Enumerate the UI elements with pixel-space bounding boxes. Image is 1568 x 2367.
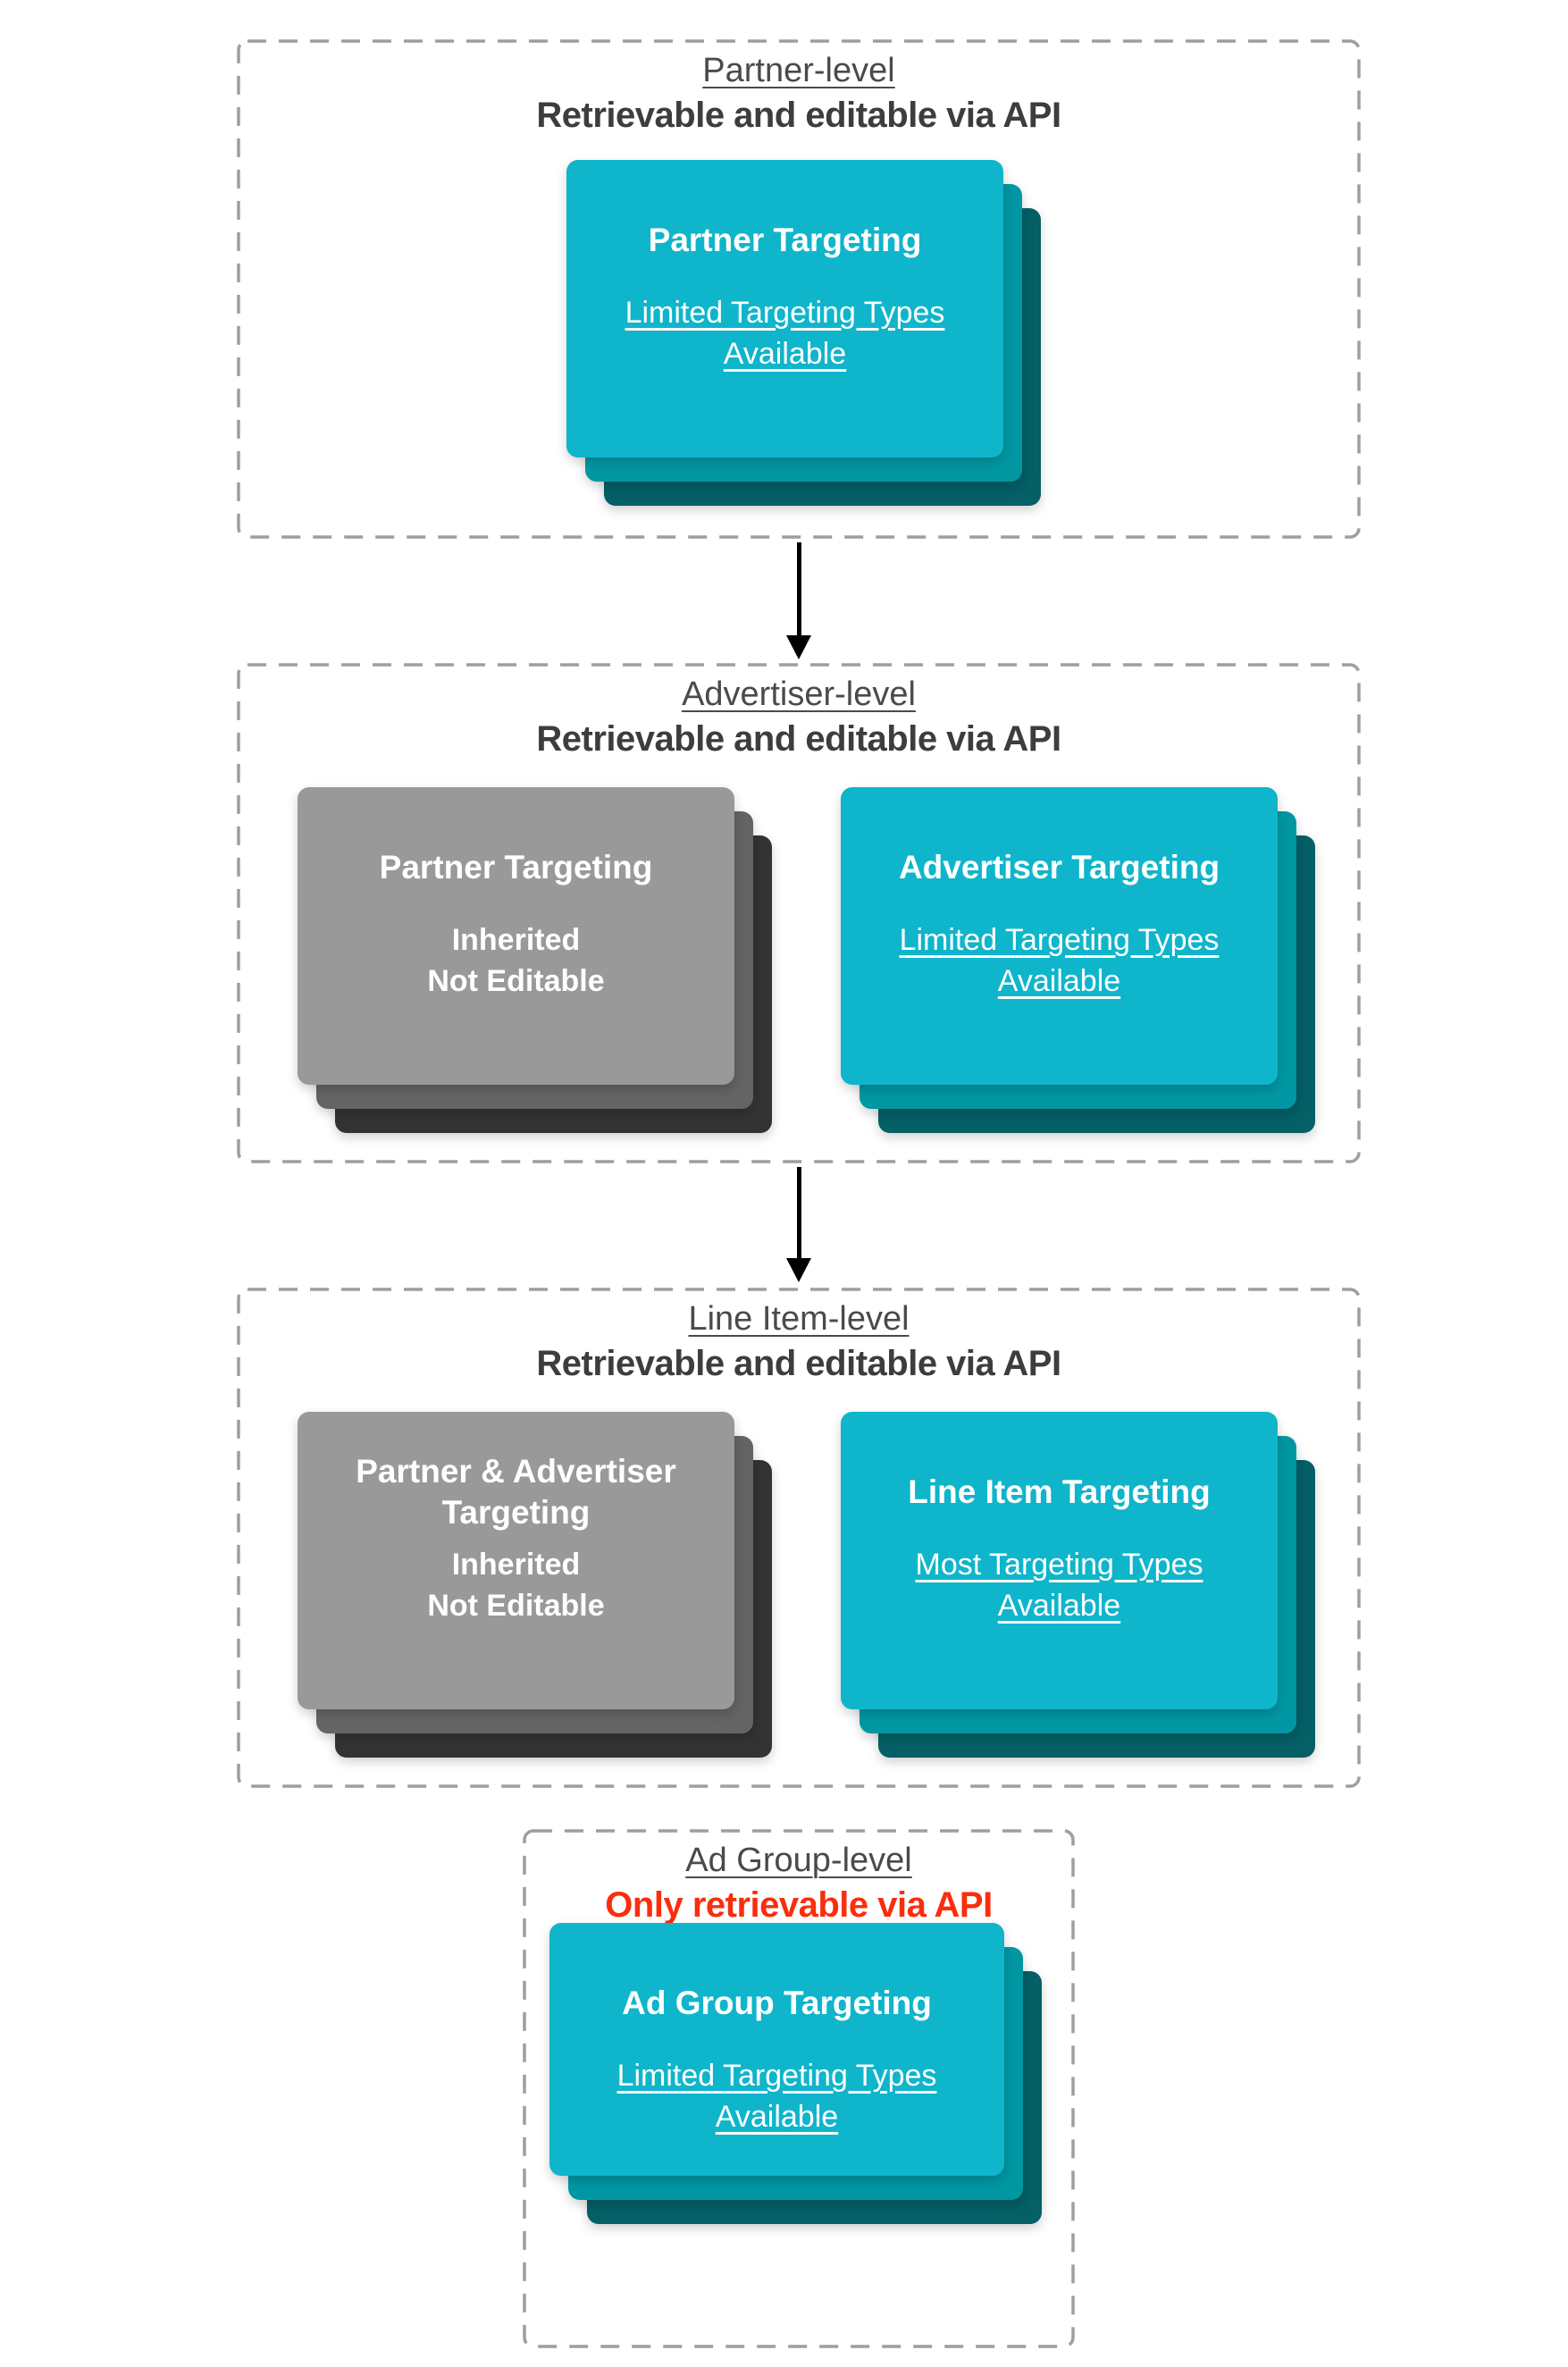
- section-subtitle: Retrievable and editable via API: [536, 719, 1061, 759]
- card-subtitle: Limited Targeting Types Available: [617, 2055, 937, 2137]
- card-subtitle-line: Not Editable: [427, 964, 605, 998]
- card-stack-inherited-partner-targeting: Partner Targeting Inherited Not Editable: [298, 787, 772, 1133]
- arrow-head-icon: [786, 1258, 811, 1282]
- arrow-line: [796, 542, 801, 635]
- card-subtitle-line: Not Editable: [427, 1589, 605, 1623]
- section-subtitle: Retrievable and editable via API: [536, 1344, 1061, 1383]
- card-stack-partner-targeting: Partner Targeting Limited Targeting Type…: [566, 160, 1041, 506]
- card-subtitle-line: Available: [715, 2100, 839, 2134]
- card-subtitle-line: Limited Targeting Types: [899, 923, 1220, 957]
- card-title: Partner Targeting: [648, 222, 922, 258]
- card-title: Ad Group Targeting: [622, 1985, 932, 2021]
- card-partner-targeting: Partner Targeting Limited Targeting Type…: [566, 160, 1003, 457]
- section-header: Advertiser-level Retrievable and editabl…: [237, 663, 1361, 761]
- card-stack-ad-group-targeting: Ad Group Targeting Limited Targeting Typ…: [549, 1923, 1042, 2224]
- card-title: Partner Targeting: [379, 849, 653, 886]
- card-subtitle: Inherited Not Editable: [427, 919, 604, 1002]
- section-title: Line Item-level: [688, 1300, 910, 1338]
- section-header: Line Item-level Retrievable and editable…: [237, 1288, 1361, 1386]
- card-stack-inherited-partner-advertiser-targeting: Partner & Advertiser Targeting Inherited…: [298, 1412, 772, 1758]
- flow-arrow-advertiser-to-lineitem: [786, 1167, 811, 1282]
- card-subtitle: Most Targeting Types Available: [916, 1544, 1203, 1626]
- arrow-head-icon: [786, 635, 811, 659]
- card-stack-advertiser-targeting: Advertiser Targeting Limited Targeting T…: [841, 787, 1315, 1133]
- flow-arrow-partner-to-advertiser: [786, 542, 811, 659]
- card-advertiser-targeting: Advertiser Targeting Limited Targeting T…: [841, 787, 1278, 1085]
- card-subtitle-line: Inherited: [451, 1548, 581, 1582]
- card-title: Partner & Advertiser Targeting: [356, 1453, 676, 1531]
- card-subtitle: Inherited Not Editable: [427, 1544, 604, 1626]
- card-title: Advertiser Targeting: [898, 849, 1220, 886]
- card-ad-group-targeting: Ad Group Targeting Limited Targeting Typ…: [549, 1923, 1004, 2176]
- section-subtitle: Retrievable and editable via API: [536, 96, 1061, 135]
- card-subtitle-line: Available: [723, 337, 847, 371]
- section-title: Partner-level: [702, 52, 895, 89]
- arrow-line: [796, 1167, 801, 1258]
- card-subtitle-line: Limited Targeting Types: [625, 296, 945, 330]
- section-advertiser-level: Advertiser-level Retrievable and editabl…: [237, 663, 1361, 1163]
- card-subtitle-line: Most Targeting Types: [915, 1548, 1203, 1582]
- card-subtitle: Limited Targeting Types Available: [625, 292, 945, 374]
- card-inherited-partner-advertiser-targeting: Partner & Advertiser Targeting Inherited…: [298, 1412, 734, 1709]
- section-line-item-level: Line Item-level Retrievable and editable…: [237, 1288, 1361, 1788]
- section-ad-group-level: Ad Group-level Only retrievable via API …: [523, 1829, 1075, 2348]
- card-inherited-partner-targeting: Partner Targeting Inherited Not Editable: [298, 787, 734, 1085]
- section-header: Partner-level Retrievable and editable v…: [237, 39, 1361, 138]
- card-subtitle-line: Available: [997, 964, 1121, 998]
- card-subtitle-line: Available: [997, 1589, 1121, 1623]
- card-line-item-targeting: Line Item Targeting Most Targeting Types…: [841, 1412, 1278, 1709]
- section-header: Ad Group-level Only retrievable via API: [523, 1829, 1075, 1927]
- card-subtitle-line: Inherited: [451, 923, 581, 957]
- card-subtitle: Limited Targeting Types Available: [900, 919, 1220, 1002]
- section-title: Ad Group-level: [685, 1842, 912, 1879]
- section-title: Advertiser-level: [682, 676, 916, 713]
- card-subtitle-line: Limited Targeting Types: [616, 2059, 937, 2093]
- card-title: Line Item Targeting: [908, 1473, 1211, 1510]
- card-stack-line-item-targeting: Line Item Targeting Most Targeting Types…: [841, 1412, 1315, 1758]
- section-partner-level: Partner-level Retrievable and editable v…: [237, 39, 1361, 539]
- section-subtitle: Only retrievable via API: [605, 1885, 993, 1925]
